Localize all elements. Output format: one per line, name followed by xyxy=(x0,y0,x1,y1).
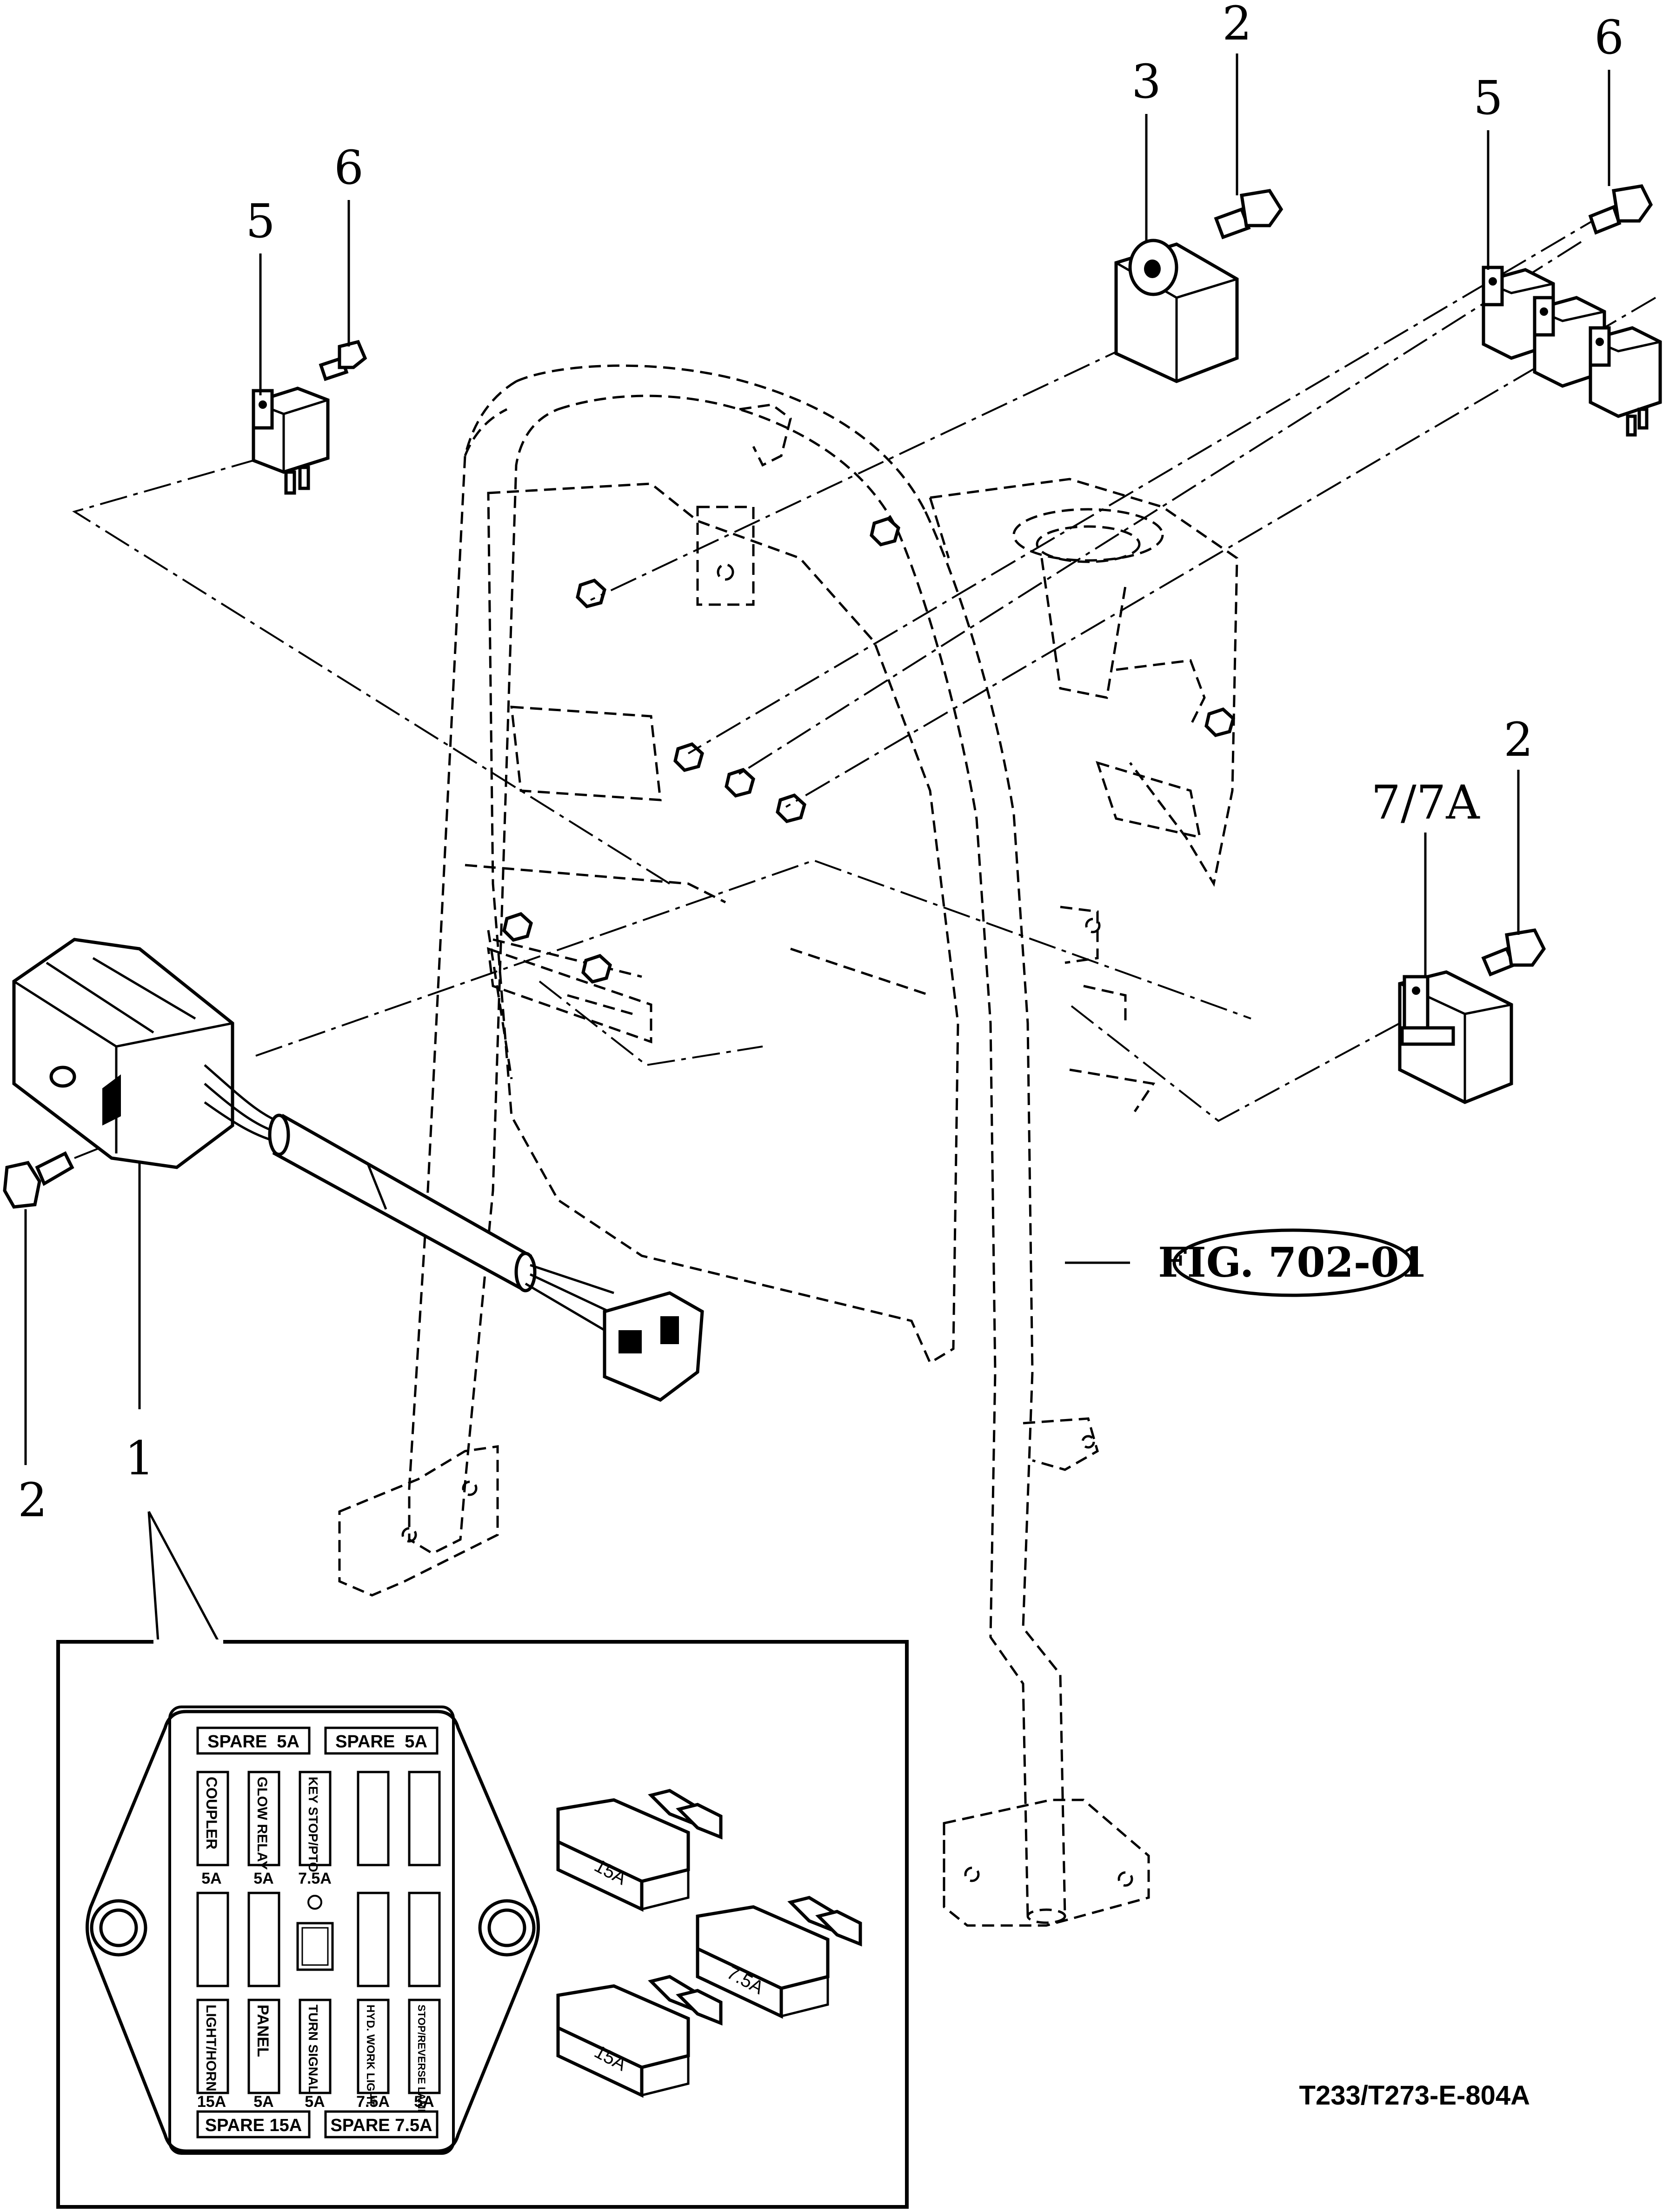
relay-7[interactable] xyxy=(1398,970,1513,1104)
fuse-amp-turn-signal: 5A xyxy=(305,2093,325,2111)
callout-6-right: 6 xyxy=(1594,10,1624,65)
relay-left[interactable] xyxy=(252,386,330,495)
callout-2-top: 2 xyxy=(1222,0,1252,51)
fuse-box-assembly[interactable] xyxy=(12,938,704,1402)
drawing-code: T233/T273-E-804A xyxy=(1299,2080,1530,2111)
bolt-2-left[interactable] xyxy=(3,1151,74,1209)
callout-6-left: 6 xyxy=(334,140,364,195)
fuse-amp-panel: 5A xyxy=(253,2093,273,2111)
callout-7-7a: 7/7A xyxy=(1371,775,1480,830)
fuse-label-turn-signal: TURN SIGNAL xyxy=(306,2005,320,2093)
fuse-1-01[interactable]: 15A xyxy=(556,1789,723,1912)
fuse-amp-hyd-work-light: 7.5A xyxy=(356,2093,390,2111)
callout-5-right: 5 xyxy=(1473,71,1503,125)
fuse-label-spare-bottom-left: SPARE 15A xyxy=(205,2116,302,2135)
fuse-label-panel: PANEL xyxy=(254,2005,272,2057)
fuse-label-light-horn: LIGHT/HORN xyxy=(203,2005,219,2092)
fig-reference-text: FIG. 702-01 xyxy=(1158,1238,1428,1286)
callout-3: 3 xyxy=(1131,54,1161,109)
bolt-6-right[interactable] xyxy=(1588,184,1653,235)
relay-3[interactable] xyxy=(1114,239,1239,383)
fuse-1-02[interactable]: 15A xyxy=(556,1975,723,2098)
assembly-lines xyxy=(72,213,1656,1159)
callout-2-left: 2 xyxy=(18,1473,47,1527)
detail-inset: SPARE 5A SPARE 5A COUPLER 5A GLOW RELAY … xyxy=(56,1511,909,2209)
fuse-label-spare-top-right: SPARE 5A xyxy=(335,1732,427,1752)
fuse-amp-coupler: 5A xyxy=(201,1870,221,1887)
leader-lines xyxy=(24,53,1610,2098)
fuse-label-hyd-work-light: HYD. WORK LIGHT xyxy=(364,2005,377,2106)
fuse-label-stop-reverse: STOP/REVERSE LAMP xyxy=(416,2005,427,2116)
bolt-2-top[interactable] xyxy=(1214,189,1284,240)
fuse-label-glow-relay: GLOW RELAY xyxy=(254,1777,270,1870)
fuse-label-spare-top-left: SPARE 5A xyxy=(207,1732,299,1752)
fuse-label-key-stop: KEY STOP/PTO xyxy=(306,1777,320,1872)
fuse-1-03[interactable]: 7.5A xyxy=(696,1896,862,2019)
bolt-2-right[interactable] xyxy=(1481,928,1546,977)
callout-5-left: 5 xyxy=(246,194,275,248)
fig-reference-badge[interactable]: FIG. 702-01 xyxy=(1158,1228,1428,1297)
fuse-amp-glow-relay: 5A xyxy=(253,1870,273,1887)
fuse-amp-light-horn: 15A xyxy=(197,2093,226,2111)
bolt-6-left[interactable] xyxy=(319,340,367,381)
fuse-amp-key-stop: 7.5A xyxy=(298,1870,332,1887)
relay-group-right[interactable] xyxy=(1482,266,1662,437)
mounting-frame xyxy=(338,364,1238,1927)
callout-1: 1 xyxy=(125,1431,154,1486)
fuse-label-coupler: COUPLER xyxy=(203,1777,220,1849)
callout-2-right: 2 xyxy=(1503,713,1533,767)
fuse-label-spare-bottom-right: SPARE 7.5A xyxy=(331,2116,432,2135)
fuse-amp-stop-reverse: 5A xyxy=(414,2093,434,2111)
frame-nuts xyxy=(502,517,1235,984)
